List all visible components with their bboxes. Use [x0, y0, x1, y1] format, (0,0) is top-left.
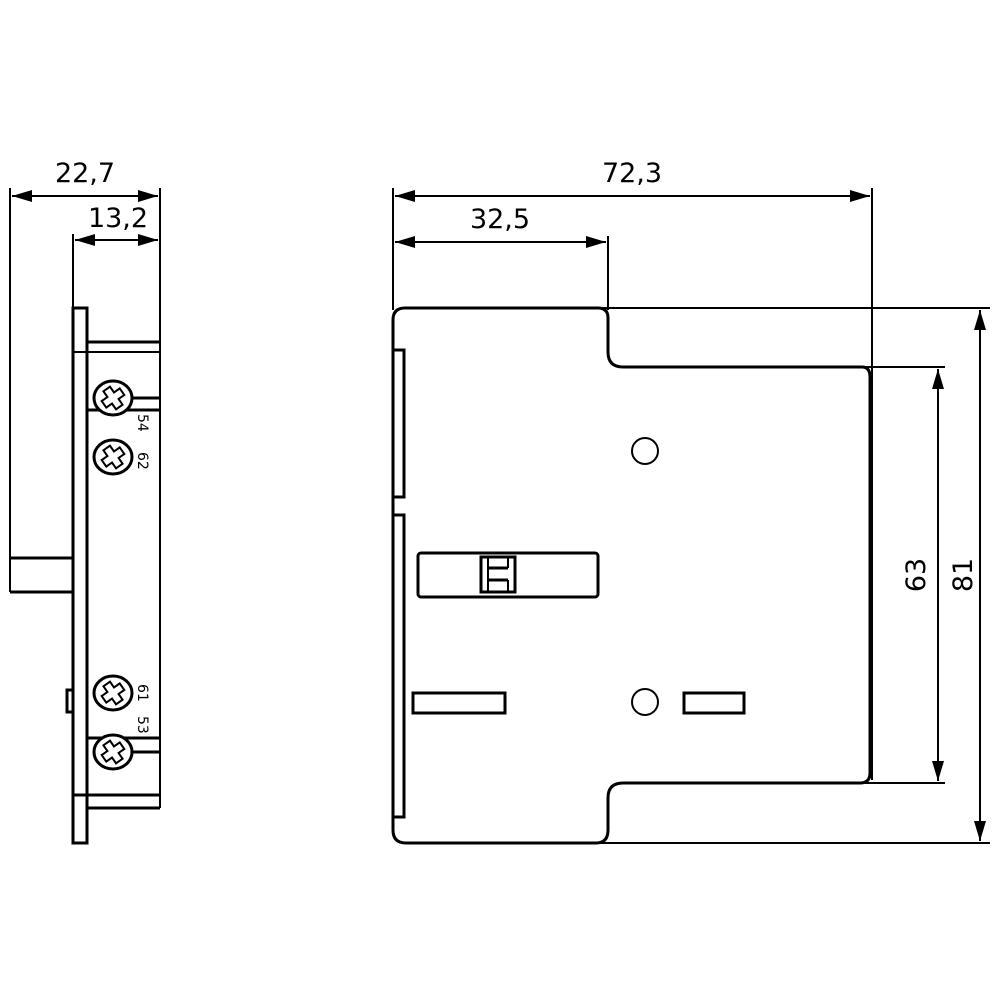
side-view: 22,7 13,2 54 62 61 53	[9, 158, 161, 845]
h-marking-icon	[479, 555, 517, 594]
terminal-label-61: 61	[134, 684, 150, 702]
dimension-label-overall-width: 72,3	[602, 158, 662, 189]
dimension-label-overall-depth: 22,7	[55, 158, 115, 189]
terminal-screw-icon	[92, 438, 134, 476]
mounting-hole	[631, 437, 659, 465]
terminal-screw-icon	[92, 733, 134, 771]
mounting-hole	[631, 688, 659, 716]
module-outline	[391, 306, 872, 845]
latch-bump	[65, 688, 75, 714]
side-rail	[391, 513, 406, 819]
terminal-label-53: 53	[134, 716, 150, 734]
terminal-screw-icon	[92, 379, 134, 417]
dimension-label-inner-height: 63	[901, 558, 932, 592]
slider-slot	[416, 551, 600, 599]
terminal-label-62: 62	[134, 452, 150, 470]
terminal-screw-icon	[92, 674, 134, 712]
dimension-label-module-depth: 13,2	[88, 203, 148, 234]
terminal-bracket-top	[85, 352, 160, 412]
module-flange	[71, 306, 89, 845]
front-view: 72,3 32,5 63 81	[391, 158, 990, 845]
dimension-label-offset-width: 32,5	[470, 204, 530, 235]
latch-slot	[411, 691, 507, 715]
latch-slot	[682, 691, 746, 715]
side-rail	[391, 348, 406, 499]
dimension-label-overall-height: 81	[948, 558, 979, 592]
terminal-label-54: 54	[134, 414, 150, 432]
